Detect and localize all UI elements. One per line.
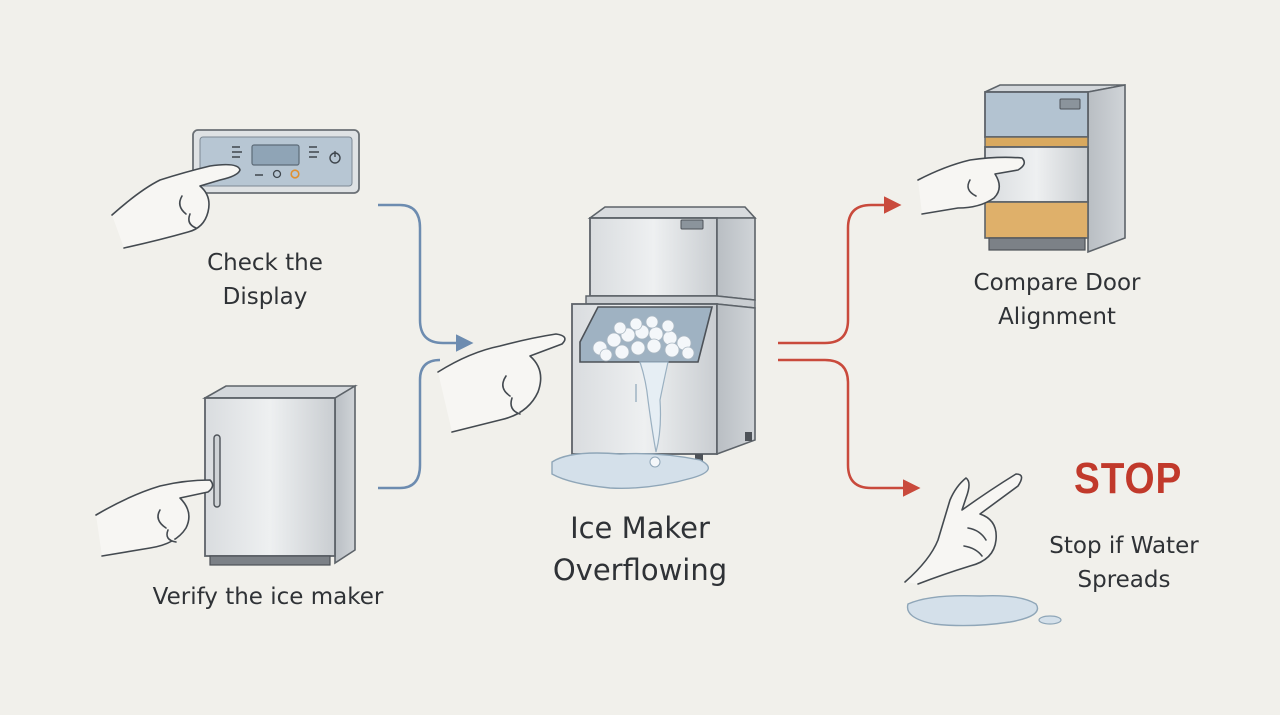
center-line1: Ice Maker (570, 511, 710, 545)
pointing-hand-icon (111, 163, 241, 249)
stop-heading: STOP (1074, 454, 1183, 503)
verify-ice-maker-label: Verify the ice maker (152, 584, 384, 610)
compare-door-label: Compare Door Alignment (950, 266, 1164, 334)
stop-hand-icon (904, 473, 1023, 585)
water-puddle-icon (551, 452, 709, 489)
water-puddle-icon (906, 594, 1062, 627)
output-arrow-bottom (778, 358, 921, 497)
center-label: Ice Maker Overflowing (520, 507, 760, 591)
stop-line2: Spreads (1077, 567, 1171, 593)
check-display-line1: Check the (207, 250, 323, 276)
input-arrow-top (378, 203, 474, 352)
center-line2: Overflowing (552, 553, 728, 587)
stop-label: Stop if Water Spreads (1030, 529, 1218, 597)
fridge-door-icon (984, 84, 1126, 254)
stop-line1: Stop if Water (1049, 533, 1199, 559)
check-display-line2: Display (222, 284, 308, 310)
pointing-hand-icon (95, 479, 214, 557)
ice-machine-icon (571, 206, 757, 464)
control-panel-icon (192, 129, 360, 194)
input-arrow-bottom (378, 358, 441, 490)
pointing-hand-icon (917, 156, 1026, 215)
check-display-label: Check the Display (180, 246, 350, 314)
mini-fridge-icon (201, 384, 358, 566)
compare-door-line2: Alignment (998, 304, 1116, 330)
output-arrow-top (778, 196, 902, 345)
compare-door-line1: Compare Door (973, 270, 1141, 296)
pointing-hand-icon (437, 333, 566, 433)
